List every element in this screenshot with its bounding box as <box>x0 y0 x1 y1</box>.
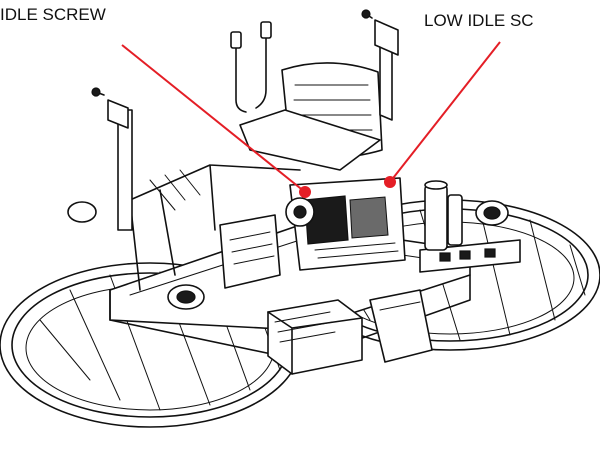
callout-line-high-idle <box>121 44 306 193</box>
fuel-tank <box>219 214 281 289</box>
engine <box>285 177 406 271</box>
footrest-plate <box>369 289 433 363</box>
callout-label-high-idle: IDLE SCREW <box>0 5 106 24</box>
left-frame-rails <box>129 164 301 291</box>
work-lights <box>67 200 509 310</box>
right-control-handle <box>361 9 399 121</box>
callout-low-idle: LOW IDLE SC <box>384 11 534 188</box>
center-levers <box>230 21 272 113</box>
callout-dot-high-idle <box>299 186 311 198</box>
callout-high-idle: IDLE SCREW <box>0 5 311 198</box>
callout-dot-low-idle <box>384 176 396 188</box>
callout-line-low-idle <box>389 41 501 183</box>
battery-box <box>267 299 363 375</box>
fluid-bottle <box>424 180 463 251</box>
left-control-handle <box>91 87 133 231</box>
operator-seat <box>239 62 383 171</box>
callout-label-low-idle: LOW IDLE SC <box>424 11 534 30</box>
